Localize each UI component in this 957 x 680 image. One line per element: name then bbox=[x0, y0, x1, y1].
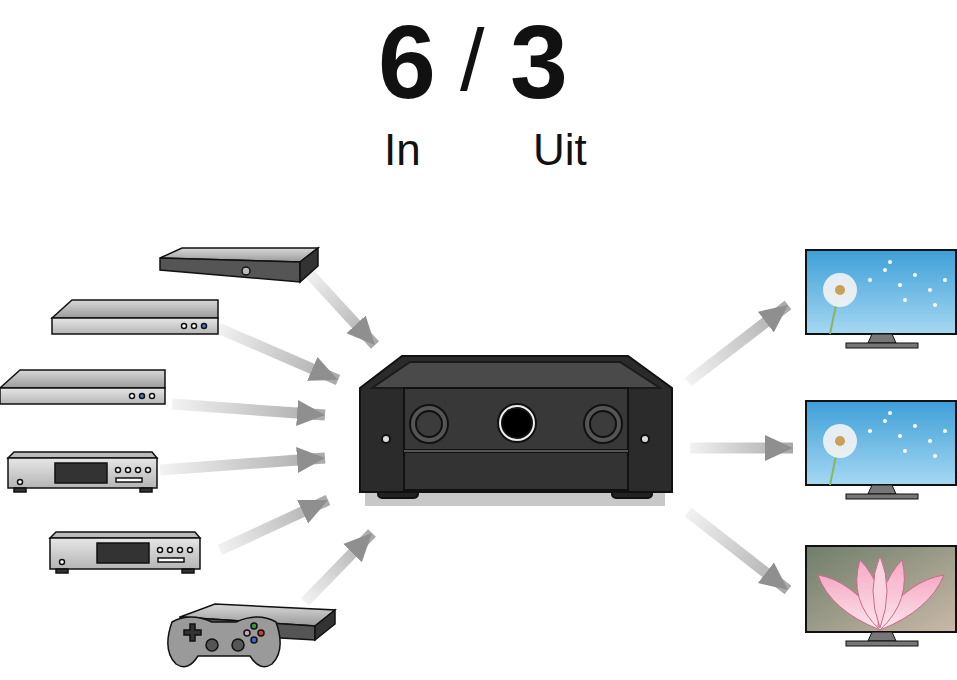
input-caption: In bbox=[384, 128, 421, 172]
game-console bbox=[168, 604, 335, 667]
output-count: 3 bbox=[510, 10, 568, 114]
output-caption: Uit bbox=[533, 128, 587, 172]
cd-player bbox=[8, 452, 157, 492]
set-top-box bbox=[160, 248, 318, 282]
input-count: 6 bbox=[378, 10, 436, 114]
tv-dandelion bbox=[806, 401, 956, 499]
media-player bbox=[50, 532, 200, 573]
av-receiver bbox=[360, 356, 672, 506]
output-arrows bbox=[688, 305, 793, 590]
bluray-player bbox=[0, 370, 165, 404]
tv-lotus bbox=[806, 546, 956, 646]
tv-dandelion bbox=[806, 250, 956, 348]
dvd-player bbox=[52, 300, 218, 334]
separator-slash: / bbox=[460, 16, 484, 104]
